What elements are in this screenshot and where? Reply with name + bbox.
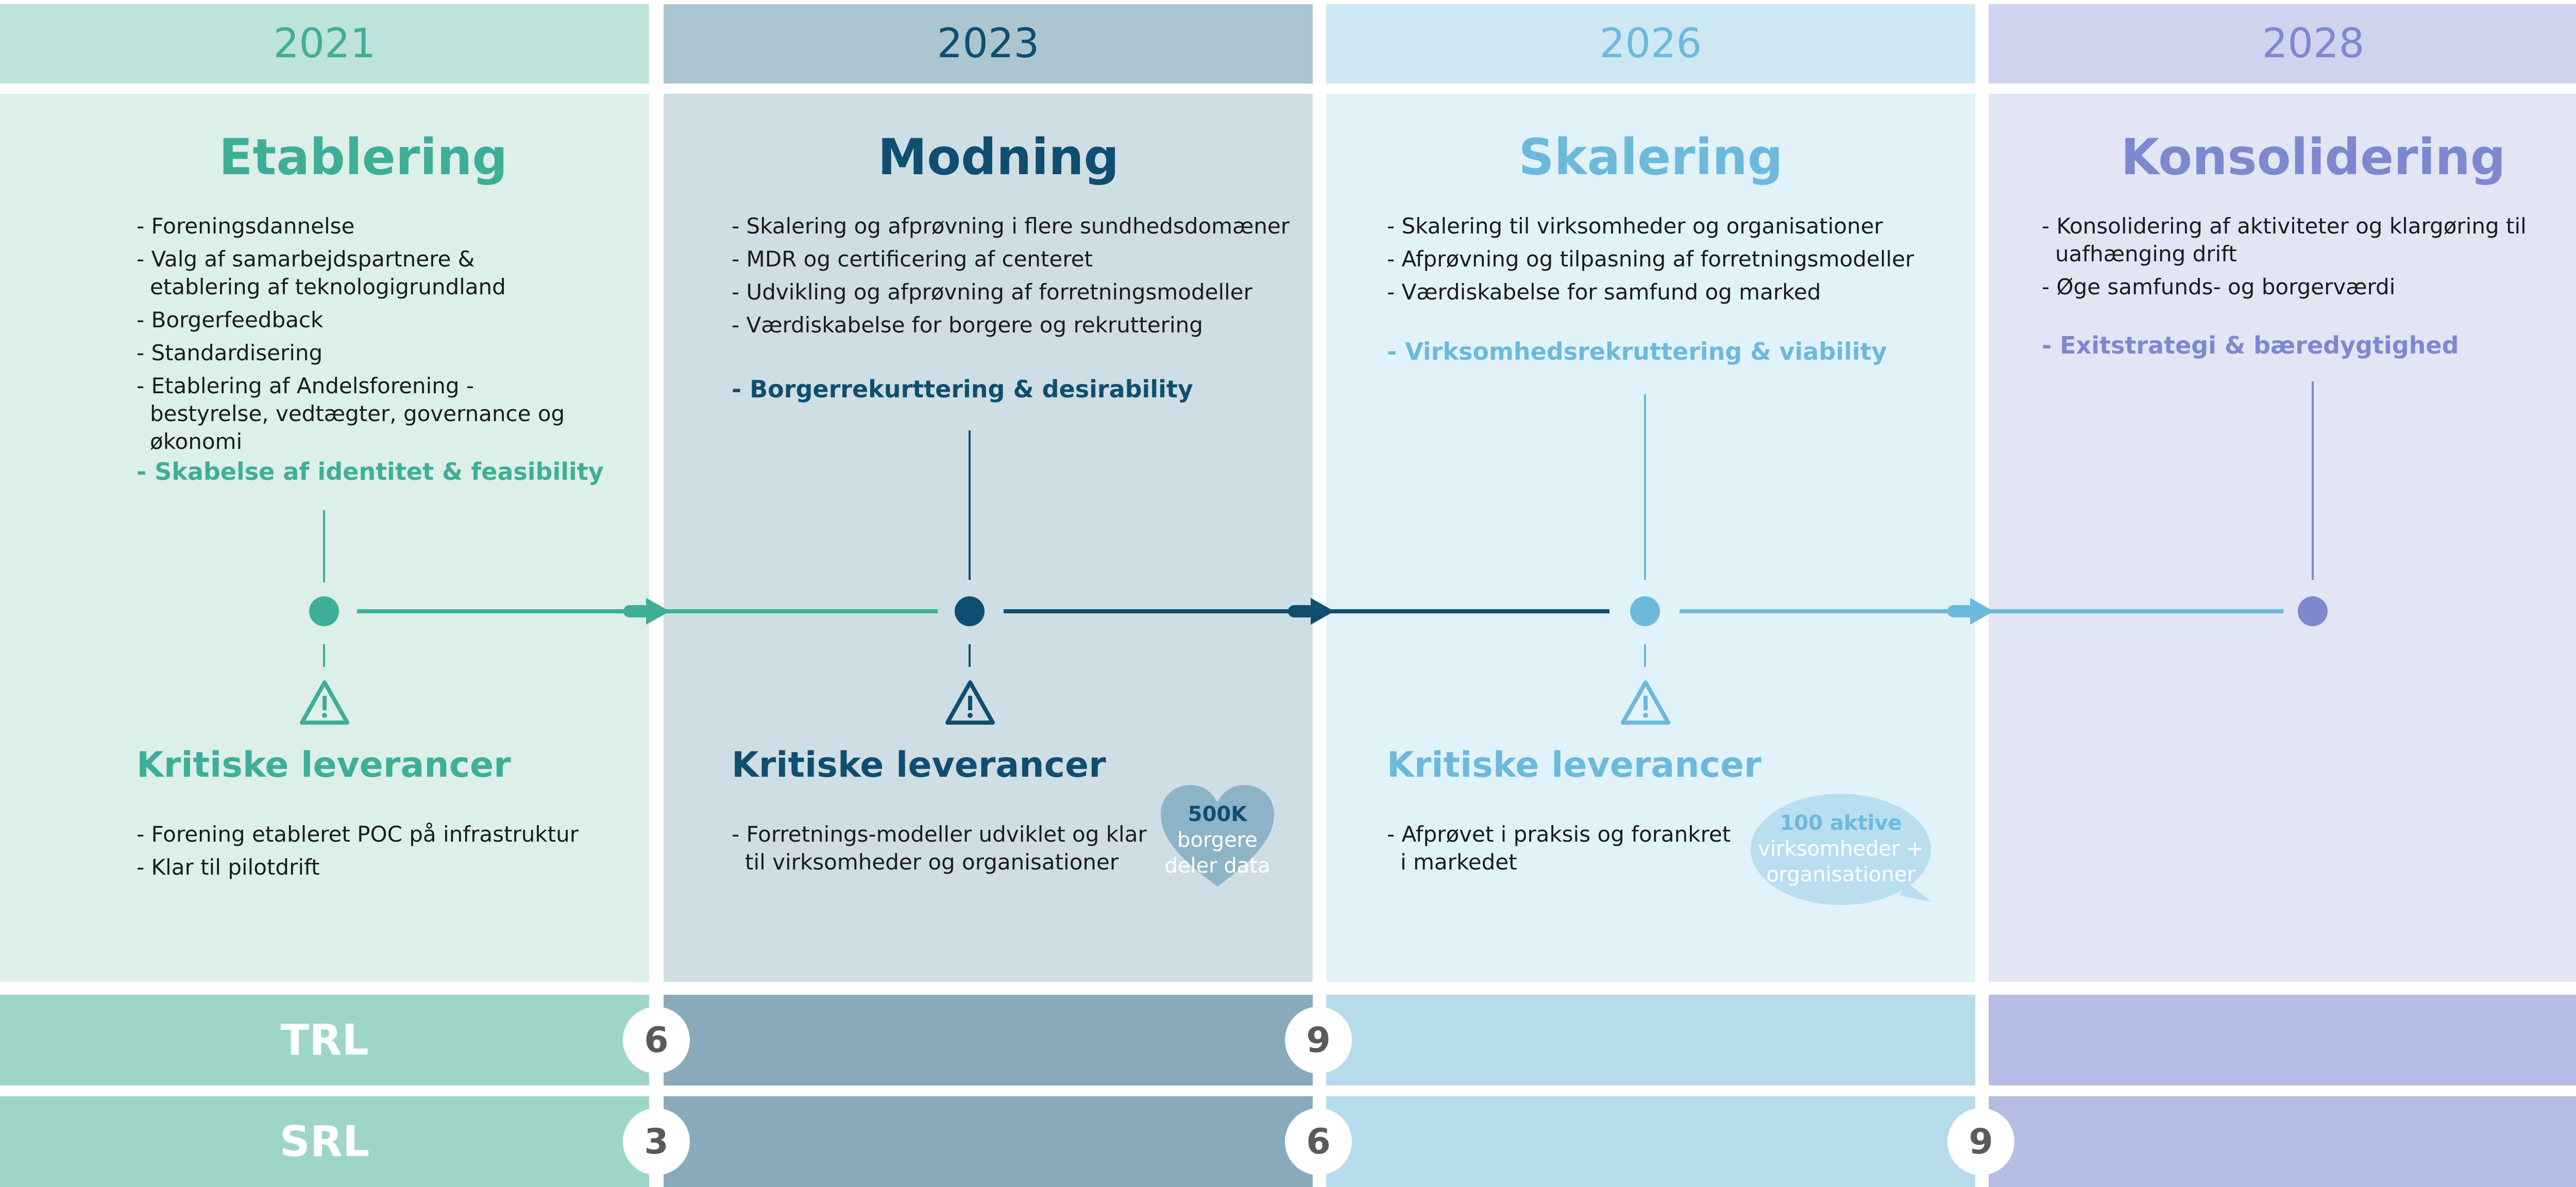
badge-100-aktive: 100 aktive virksomheder + organisationer [1751,810,1931,888]
phase-panel-konsolidering [1989,94,2576,982]
critical-deliverables-title: Kritiske leverancer [1387,745,1761,785]
bullet: - Forretnings-modeller udviklet og klar … [732,822,1147,875]
warning-icon [1620,679,1671,726]
bullet: - Valg af samarbejdspartnere & etablerin… [137,246,506,299]
bullet: - Afprøvning og tilpasning af forretning… [1387,246,1914,272]
bullet: - Værdiskabelse for borgere og rekrutter… [732,312,1203,338]
arrow-right-icon [623,596,671,627]
timeline-segment [1680,609,1953,613]
critical-deliverables-title: Kritiske leverancer [732,745,1106,785]
bullet: - Øge samfunds- og borgerværdi [2042,274,2396,299]
milestone-dot-2021 [309,596,339,626]
connector-stem [323,510,325,582]
critical-bullets-etablering: - Forening etableret POC på infrastruktu… [137,821,600,887]
bullet: - Skalering til virksomheder og organisa… [1387,213,1883,239]
connector-stem [1644,644,1646,667]
bullet: - Standardisering [137,340,323,365]
heart-badge-icon [1158,781,1277,892]
trl-marker: 6 [623,1007,690,1074]
srl-marker: 9 [1947,1108,2014,1175]
trl-band-label: TRL [0,995,649,1085]
connector-stem [1644,394,1646,580]
bullet: - Etablering af Andelsforening - bestyre… [137,373,565,454]
badge-value: 500K [1188,803,1247,826]
critical-bullets-modning: - Forretnings-modeller udviklet og klar … [732,821,1154,881]
phase-bullets-modning: - Skalering og afprøvning i flere sundhe… [732,212,1309,344]
year-header-2026: 2026 [1326,4,1975,83]
trl-band-segment [1989,995,2576,1085]
srl-marker: 3 [623,1108,690,1175]
phase-goal-skalering: - Virksomhedsrekruttering & viability [1387,338,1887,365]
connector-stem [2312,381,2314,580]
milestone-dot-2028 [2298,596,2328,626]
timeline-segment [1990,609,2283,613]
srl-marker: 6 [1285,1108,1352,1175]
timeline-segment [357,609,635,613]
speech-bubble-icon [1751,794,1936,910]
bullet: - Værdiskabelse for samfund og marked [1387,279,1821,305]
arrow-right-icon [1947,596,1995,627]
phase-bullets-etablering: - Foreningsdannelse - Valg af samarbejds… [137,212,590,461]
timeline-segment [1004,609,1298,613]
phase-title-etablering: Etablering [218,128,508,186]
badge-value: 100 aktive [1780,811,1902,835]
phase-title-modning: Modning [877,128,1120,186]
badge-line: deler data [1164,854,1270,878]
connector-stem [323,644,325,667]
milestone-dot-2026 [1630,596,1660,626]
bullet: - MDR og certificering af centeret [732,246,1093,272]
bullet: - Konsolidering af aktiviteter og klargø… [2042,213,2527,266]
srl-band-segment [664,1096,1313,1187]
phase-goal-modning: - Borgerrekurttering & desirability [732,375,1193,403]
srl-band-segment [1989,1096,2576,1187]
bullet: - Forening etableret POC på infrastruktu… [137,822,579,847]
trl-band-segment [664,995,1313,1085]
bullet: - Afprøvet i praksis og forankret i mark… [1387,822,1731,875]
phase-goal-etablering: - Skabelse af identitet & feasibility [137,458,604,486]
badge-line: borgere [1177,828,1258,852]
critical-deliverables-title: Kritiske leverancer [137,745,511,785]
arrow-right-icon [1288,596,1335,627]
connector-stem [969,430,971,580]
timeline-segment [1327,609,1609,613]
bullet: - Skalering og afprøvning i flere sundhe… [732,213,1290,239]
srl-band-segment [1326,1096,1975,1187]
phase-title-konsolidering: Konsolidering [2121,128,2506,186]
warning-icon [944,679,996,726]
phase-title-skalering: Skalering [1518,128,1783,186]
badge-line: virksomheder + [1758,837,1924,861]
milestone-dot-2023 [955,596,985,626]
trl-band-segment [1326,995,1975,1085]
phase-bullets-konsolidering: - Konsolidering af aktiviteter og klargø… [2042,212,2557,306]
srl-band-label: SRL [0,1096,649,1187]
badge-500k: 500K borgere deler data [1158,801,1277,879]
bullet: - Klar til pilotdrift [137,855,320,880]
trl-marker: 9 [1285,1007,1352,1074]
phase-goal-konsolidering: - Exitstrategi & bæredygtighed [2042,331,2459,359]
timeline-segment [665,609,938,613]
year-header-2028: 2028 [1989,4,2576,83]
year-header-2023: 2023 [664,4,1313,83]
year-header-2021: 2021 [0,4,649,83]
badge-line: organisationer [1766,863,1916,887]
bullet: - Borgerfeedback [137,307,324,332]
phase-bullets-skalering: - Skalering til virksomheder og organisa… [1387,212,1954,311]
critical-bullets-skalering: - Afprøvet i praksis og forankret i mark… [1387,821,1737,881]
connector-stem [969,644,971,667]
warning-icon [299,679,350,726]
bullet: - Foreningsdannelse [137,213,355,239]
bullet: - Udvikling og afprøvning af forretnings… [732,279,1252,305]
